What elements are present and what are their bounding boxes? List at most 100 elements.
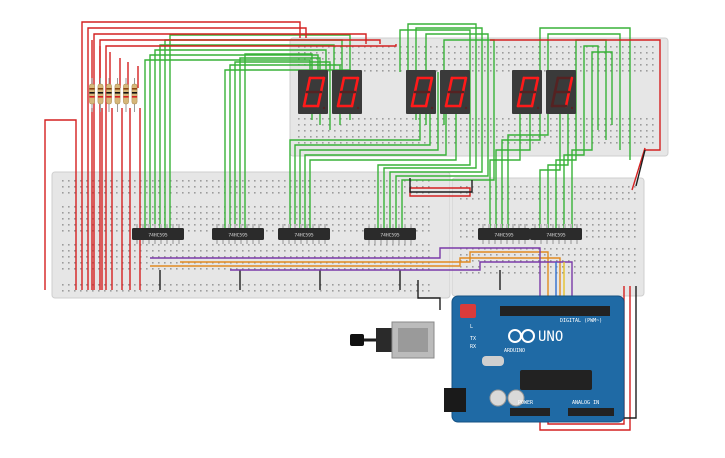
breadboard-hole[interactable] — [206, 262, 208, 264]
breadboard-hole[interactable] — [194, 224, 196, 226]
breadboard-hole[interactable] — [80, 180, 82, 182]
breadboard-hole[interactable] — [580, 70, 582, 72]
breadboard-hole[interactable] — [296, 224, 298, 226]
breadboard-hole[interactable] — [200, 230, 202, 232]
breadboard-hole[interactable] — [362, 180, 364, 182]
seven-segment-display[interactable] — [332, 70, 362, 114]
breadboard-hole[interactable] — [538, 260, 540, 262]
breadboard-hole[interactable] — [382, 118, 384, 120]
breadboard-hole[interactable] — [170, 186, 172, 188]
breadboard-hole[interactable] — [266, 192, 268, 194]
breadboard-hole[interactable] — [562, 248, 564, 250]
breadboard-hole[interactable] — [302, 256, 304, 258]
breadboard-hole[interactable] — [194, 218, 196, 220]
breadboard-hole[interactable] — [484, 46, 486, 48]
breadboard-hole[interactable] — [346, 58, 348, 60]
breadboard-hole[interactable] — [322, 46, 324, 48]
breadboard-hole[interactable] — [370, 130, 372, 132]
breadboard-hole[interactable] — [382, 52, 384, 54]
breadboard-hole[interactable] — [164, 284, 166, 286]
breadboard-hole[interactable] — [634, 64, 636, 66]
breadboard-hole[interactable] — [62, 212, 64, 214]
breadboard-hole[interactable] — [272, 290, 274, 292]
breadboard-hole[interactable] — [278, 284, 280, 286]
breadboard-hole[interactable] — [416, 186, 418, 188]
breadboard-hole[interactable] — [422, 284, 424, 286]
breadboard-hole[interactable] — [260, 206, 262, 208]
breadboard-hole[interactable] — [532, 186, 534, 188]
breadboard-hole[interactable] — [514, 136, 516, 138]
breadboard-hole[interactable] — [116, 250, 118, 252]
breadboard-hole[interactable] — [248, 284, 250, 286]
breadboard-hole[interactable] — [496, 260, 498, 262]
breadboard-hole[interactable] — [350, 180, 352, 182]
breadboard-hole[interactable] — [640, 118, 642, 120]
breadboard-hole[interactable] — [442, 46, 444, 48]
breadboard-hole[interactable] — [104, 180, 106, 182]
breadboard-hole[interactable] — [236, 186, 238, 188]
breadboard-hole[interactable] — [562, 64, 564, 66]
breadboard-hole[interactable] — [496, 212, 498, 214]
breadboard-hole[interactable] — [104, 256, 106, 258]
breadboard-hole[interactable] — [290, 244, 292, 246]
breadboard-hole[interactable] — [62, 192, 64, 194]
breadboard-hole[interactable] — [460, 58, 462, 60]
breadboard-hole[interactable] — [544, 192, 546, 194]
breadboard-hole[interactable] — [370, 64, 372, 66]
breadboard-hole[interactable] — [290, 284, 292, 286]
breadboard-hole[interactable] — [284, 250, 286, 252]
breadboard-hole[interactable] — [622, 230, 624, 232]
breadboard-hole[interactable] — [158, 180, 160, 182]
breadboard-hole[interactable] — [338, 192, 340, 194]
breadboard-hole[interactable] — [104, 284, 106, 286]
breadboard-hole[interactable] — [430, 58, 432, 60]
breadboard-hole[interactable] — [352, 46, 354, 48]
breadboard-hole[interactable] — [278, 268, 280, 270]
breadboard-hole[interactable] — [598, 46, 600, 48]
breadboard-hole[interactable] — [188, 256, 190, 258]
breadboard-hole[interactable] — [278, 180, 280, 182]
breadboard-hole[interactable] — [622, 70, 624, 72]
breadboard-hole[interactable] — [116, 218, 118, 220]
breadboard-hole[interactable] — [544, 254, 546, 256]
breadboard-hole[interactable] — [284, 206, 286, 208]
breadboard-hole[interactable] — [472, 118, 474, 120]
breadboard-hole[interactable] — [326, 256, 328, 258]
breadboard-hole[interactable] — [628, 254, 630, 256]
breadboard-hole[interactable] — [80, 290, 82, 292]
breadboard-hole[interactable] — [484, 212, 486, 214]
breadboard-hole[interactable] — [326, 268, 328, 270]
breadboard-hole[interactable] — [380, 290, 382, 292]
breadboard-hole[interactable] — [92, 192, 94, 194]
breadboard-hole[interactable] — [158, 218, 160, 220]
breadboard-hole[interactable] — [62, 186, 64, 188]
breadboard-hole[interactable] — [308, 290, 310, 292]
breadboard-hole[interactable] — [520, 224, 522, 226]
breadboard-hole[interactable] — [404, 218, 406, 220]
breadboard-hole[interactable] — [62, 262, 64, 264]
breadboard-hole[interactable] — [110, 192, 112, 194]
breadboard-hole[interactable] — [68, 256, 70, 258]
breadboard-hole[interactable] — [170, 192, 172, 194]
breadboard-hole[interactable] — [514, 266, 516, 268]
breadboard-hole[interactable] — [392, 212, 394, 214]
breadboard-hole[interactable] — [478, 186, 480, 188]
breadboard-hole[interactable] — [254, 224, 256, 226]
breadboard-hole[interactable] — [472, 142, 474, 144]
breadboard-hole[interactable] — [628, 136, 630, 138]
breadboard-hole[interactable] — [314, 256, 316, 258]
breadboard-hole[interactable] — [436, 52, 438, 54]
breadboard-hole[interactable] — [556, 260, 558, 262]
breadboard-hole[interactable] — [574, 198, 576, 200]
breadboard-hole[interactable] — [188, 224, 190, 226]
breadboard-hole[interactable] — [122, 250, 124, 252]
breadboard-hole[interactable] — [272, 218, 274, 220]
breadboard-hole[interactable] — [272, 212, 274, 214]
breadboard-hole[interactable] — [152, 244, 154, 246]
breadboard-hole[interactable] — [562, 118, 564, 120]
breadboard-hole[interactable] — [116, 206, 118, 208]
breadboard-hole[interactable] — [290, 268, 292, 270]
breadboard-hole[interactable] — [646, 58, 648, 60]
breadboard-hole[interactable] — [538, 46, 540, 48]
breadboard-hole[interactable] — [392, 256, 394, 258]
